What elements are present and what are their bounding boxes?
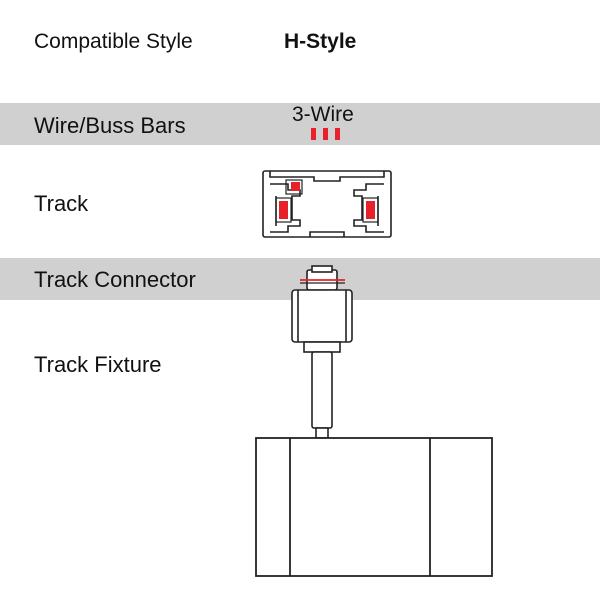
track-connector-icon xyxy=(300,265,345,291)
track-fixture-label: Track Fixture xyxy=(34,352,162,377)
adapter-housing-icon xyxy=(291,289,353,353)
wire-buss-bars-label: Wire/Buss Bars xyxy=(34,113,186,138)
track-conductor-outlines xyxy=(275,179,379,223)
three-wire-bars-icon xyxy=(311,128,340,140)
track-conductor-icons xyxy=(279,182,375,219)
wire-count-value: 3-Wire xyxy=(292,103,354,126)
track-connector-label: Track Connector xyxy=(34,267,196,292)
compatible-style-value: H-Style xyxy=(284,30,357,53)
wire-buss-bars-band xyxy=(0,103,600,145)
fixture-stem-icon xyxy=(311,351,333,439)
compatible-style-label: Compatible Style xyxy=(34,30,193,53)
track-fixture-body-icon xyxy=(255,437,493,577)
track-label: Track xyxy=(34,191,89,216)
